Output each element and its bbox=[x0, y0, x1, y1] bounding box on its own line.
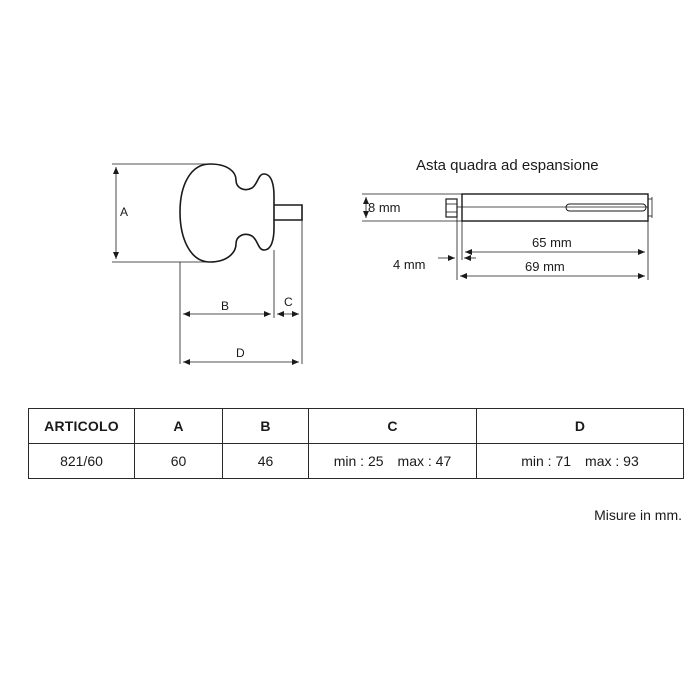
dimension-inner-length: 65 mm bbox=[465, 235, 645, 255]
dimension-inner-length-label: 65 mm bbox=[532, 235, 572, 250]
rod-title: Asta quadra ad espansione bbox=[416, 157, 599, 174]
header-b: B bbox=[222, 408, 309, 444]
header-a: A bbox=[134, 408, 223, 444]
dimension-a-label: A bbox=[120, 205, 128, 219]
knob-side-view bbox=[179, 163, 303, 263]
cell-d-max: max : 93 bbox=[585, 453, 639, 469]
dimensions-table: ARTICOLO A B C D 821/60 60 46 min : 25 ma… bbox=[28, 408, 684, 479]
square-rod bbox=[445, 193, 653, 222]
dimension-a: A bbox=[112, 163, 212, 263]
dimension-b: B bbox=[183, 299, 271, 317]
dimension-b-label: B bbox=[221, 299, 229, 313]
cell-d-min: min : 71 bbox=[521, 453, 572, 469]
header-c: C bbox=[308, 408, 477, 444]
rod-body bbox=[461, 193, 649, 222]
rod-slot bbox=[565, 203, 647, 212]
cell-d: min : 71 max : 93 bbox=[476, 443, 684, 479]
knob-outline bbox=[179, 163, 275, 263]
table-header-row: ARTICOLO A B C D bbox=[28, 408, 684, 444]
dimension-total-length: 69 mm bbox=[460, 259, 645, 279]
dimension-total-length-label: 69 mm bbox=[525, 259, 565, 274]
cell-a: 60 bbox=[134, 443, 223, 479]
dimension-c: C bbox=[277, 295, 299, 317]
header-d: D bbox=[476, 408, 684, 444]
dimension-c-label: C bbox=[284, 295, 293, 309]
dimension-d-label: D bbox=[236, 346, 245, 360]
dimension-thickness: 8 mm bbox=[362, 193, 464, 222]
cell-c-min: min : 25 bbox=[333, 453, 384, 469]
table-row: 821/60 60 46 min : 25 max : 47 min : 71 ma… bbox=[28, 443, 684, 479]
technical-drawing: A B C D Asta quadra ad espansione bbox=[112, 157, 653, 365]
dimension-collar: 4 mm bbox=[393, 255, 476, 272]
knob-spindle bbox=[274, 204, 303, 221]
dimension-collar-label: 4 mm bbox=[393, 257, 426, 272]
rod-collar bbox=[445, 198, 458, 218]
cell-b: 46 bbox=[222, 443, 309, 479]
units-note: Misure in mm. bbox=[594, 507, 682, 523]
cell-articolo: 821/60 bbox=[28, 443, 135, 479]
cell-c-max: max : 47 bbox=[397, 453, 452, 469]
cell-c: min : 25 max : 47 bbox=[308, 443, 477, 479]
header-articolo: ARTICOLO bbox=[28, 408, 135, 444]
dimension-thickness-label: 8 mm bbox=[368, 200, 401, 215]
dimension-d: D bbox=[183, 346, 299, 365]
